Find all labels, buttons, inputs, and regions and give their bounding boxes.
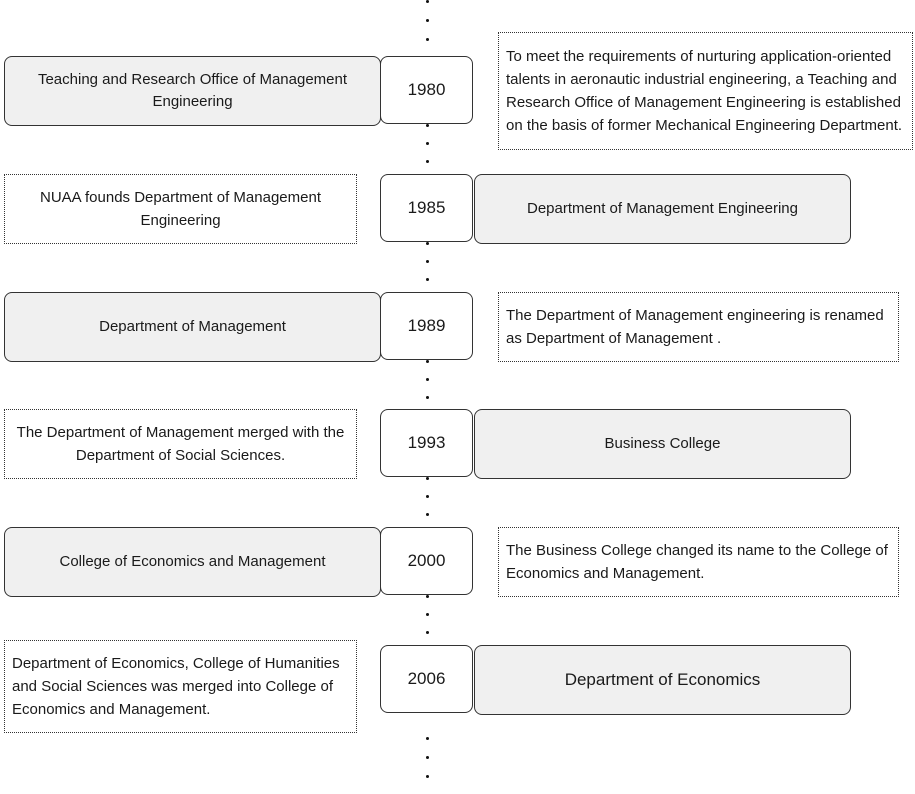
axis-dot (426, 360, 429, 363)
milestone-name-1989: Department of Management (4, 292, 381, 362)
axis-dot (426, 775, 429, 778)
year-box-1980: 1980 (380, 56, 473, 124)
milestone-name-2000: College of Economics and Management (4, 527, 381, 597)
axis-dot (426, 378, 429, 381)
milestone-name-1980: Teaching and Research Office of Manageme… (4, 56, 381, 126)
milestone-name-1985: Department of Management Engineering (474, 174, 851, 244)
milestone-note-1989: The Department of Management engineering… (498, 292, 899, 362)
axis-dot (426, 124, 429, 127)
axis-dot (426, 142, 429, 145)
axis-dot (426, 396, 429, 399)
axis-dot (426, 38, 429, 41)
milestone-note-1985: NUAA founds Department of Management Eng… (4, 174, 357, 244)
axis-dot (426, 260, 429, 263)
axis-dot (426, 631, 429, 634)
milestone-note-1993: The Department of Management merged with… (4, 409, 357, 479)
axis-dot (426, 737, 429, 740)
axis-dot (426, 513, 429, 516)
year-box-1989: 1989 (380, 292, 473, 360)
axis-dot (426, 477, 429, 480)
milestone-name-1993: Business College (474, 409, 851, 479)
milestone-note-2000: The Business College changed its name to… (498, 527, 899, 597)
year-box-2006: 2006 (380, 645, 473, 713)
year-box-1993: 1993 (380, 409, 473, 477)
axis-dot (426, 278, 429, 281)
axis-dot (426, 495, 429, 498)
milestone-name-2006: Department of Economics (474, 645, 851, 715)
axis-dot (426, 242, 429, 245)
axis-dot (426, 613, 429, 616)
year-box-2000: 2000 (380, 527, 473, 595)
axis-dot (426, 19, 429, 22)
axis-dot (426, 595, 429, 598)
year-box-1985: 1985 (380, 174, 473, 242)
axis-dot (426, 756, 429, 759)
axis-dot (426, 160, 429, 163)
milestone-note-2006: Department of Economics, College of Huma… (4, 640, 357, 733)
axis-dot (426, 0, 429, 3)
milestone-note-1980: To meet the requirements of nurturing ap… (498, 32, 913, 150)
